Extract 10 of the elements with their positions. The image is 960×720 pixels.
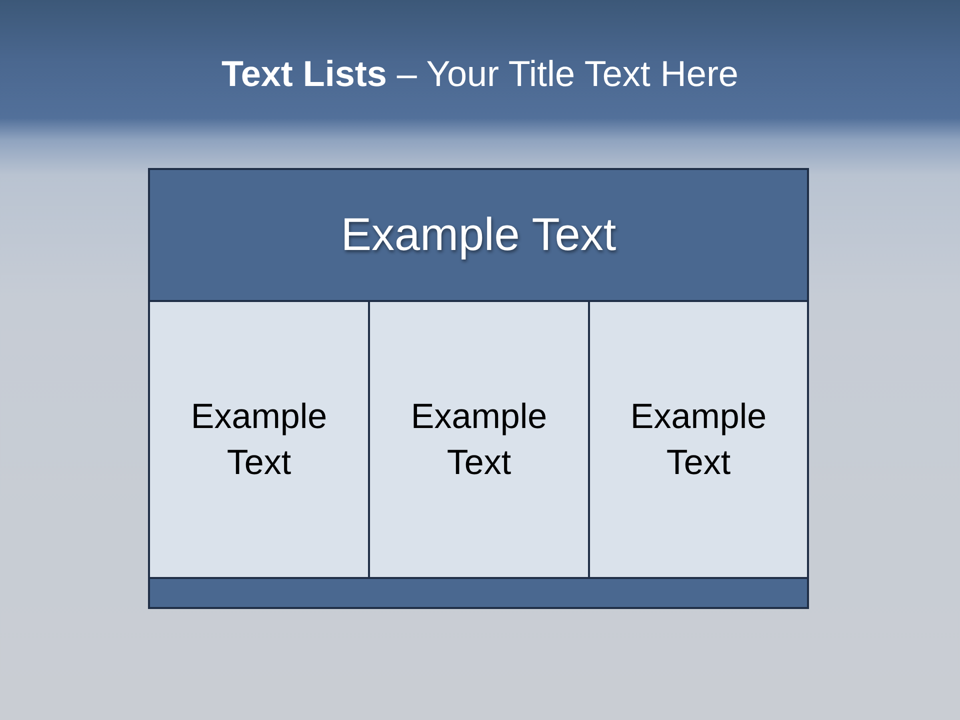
panel-text: Example Text: [190, 396, 328, 484]
footer-bar: [148, 577, 809, 609]
content-panel: [588, 300, 809, 579]
panel-text: Example Text: [410, 396, 548, 484]
panel-text: Example Text: [629, 396, 768, 484]
slide-title: Text Lists – Your Title Text Here: [222, 53, 738, 95]
header-text: Example Text: [340, 207, 616, 262]
content-panel: [148, 300, 370, 579]
header-band: [148, 168, 809, 302]
content-panel: [368, 300, 590, 579]
